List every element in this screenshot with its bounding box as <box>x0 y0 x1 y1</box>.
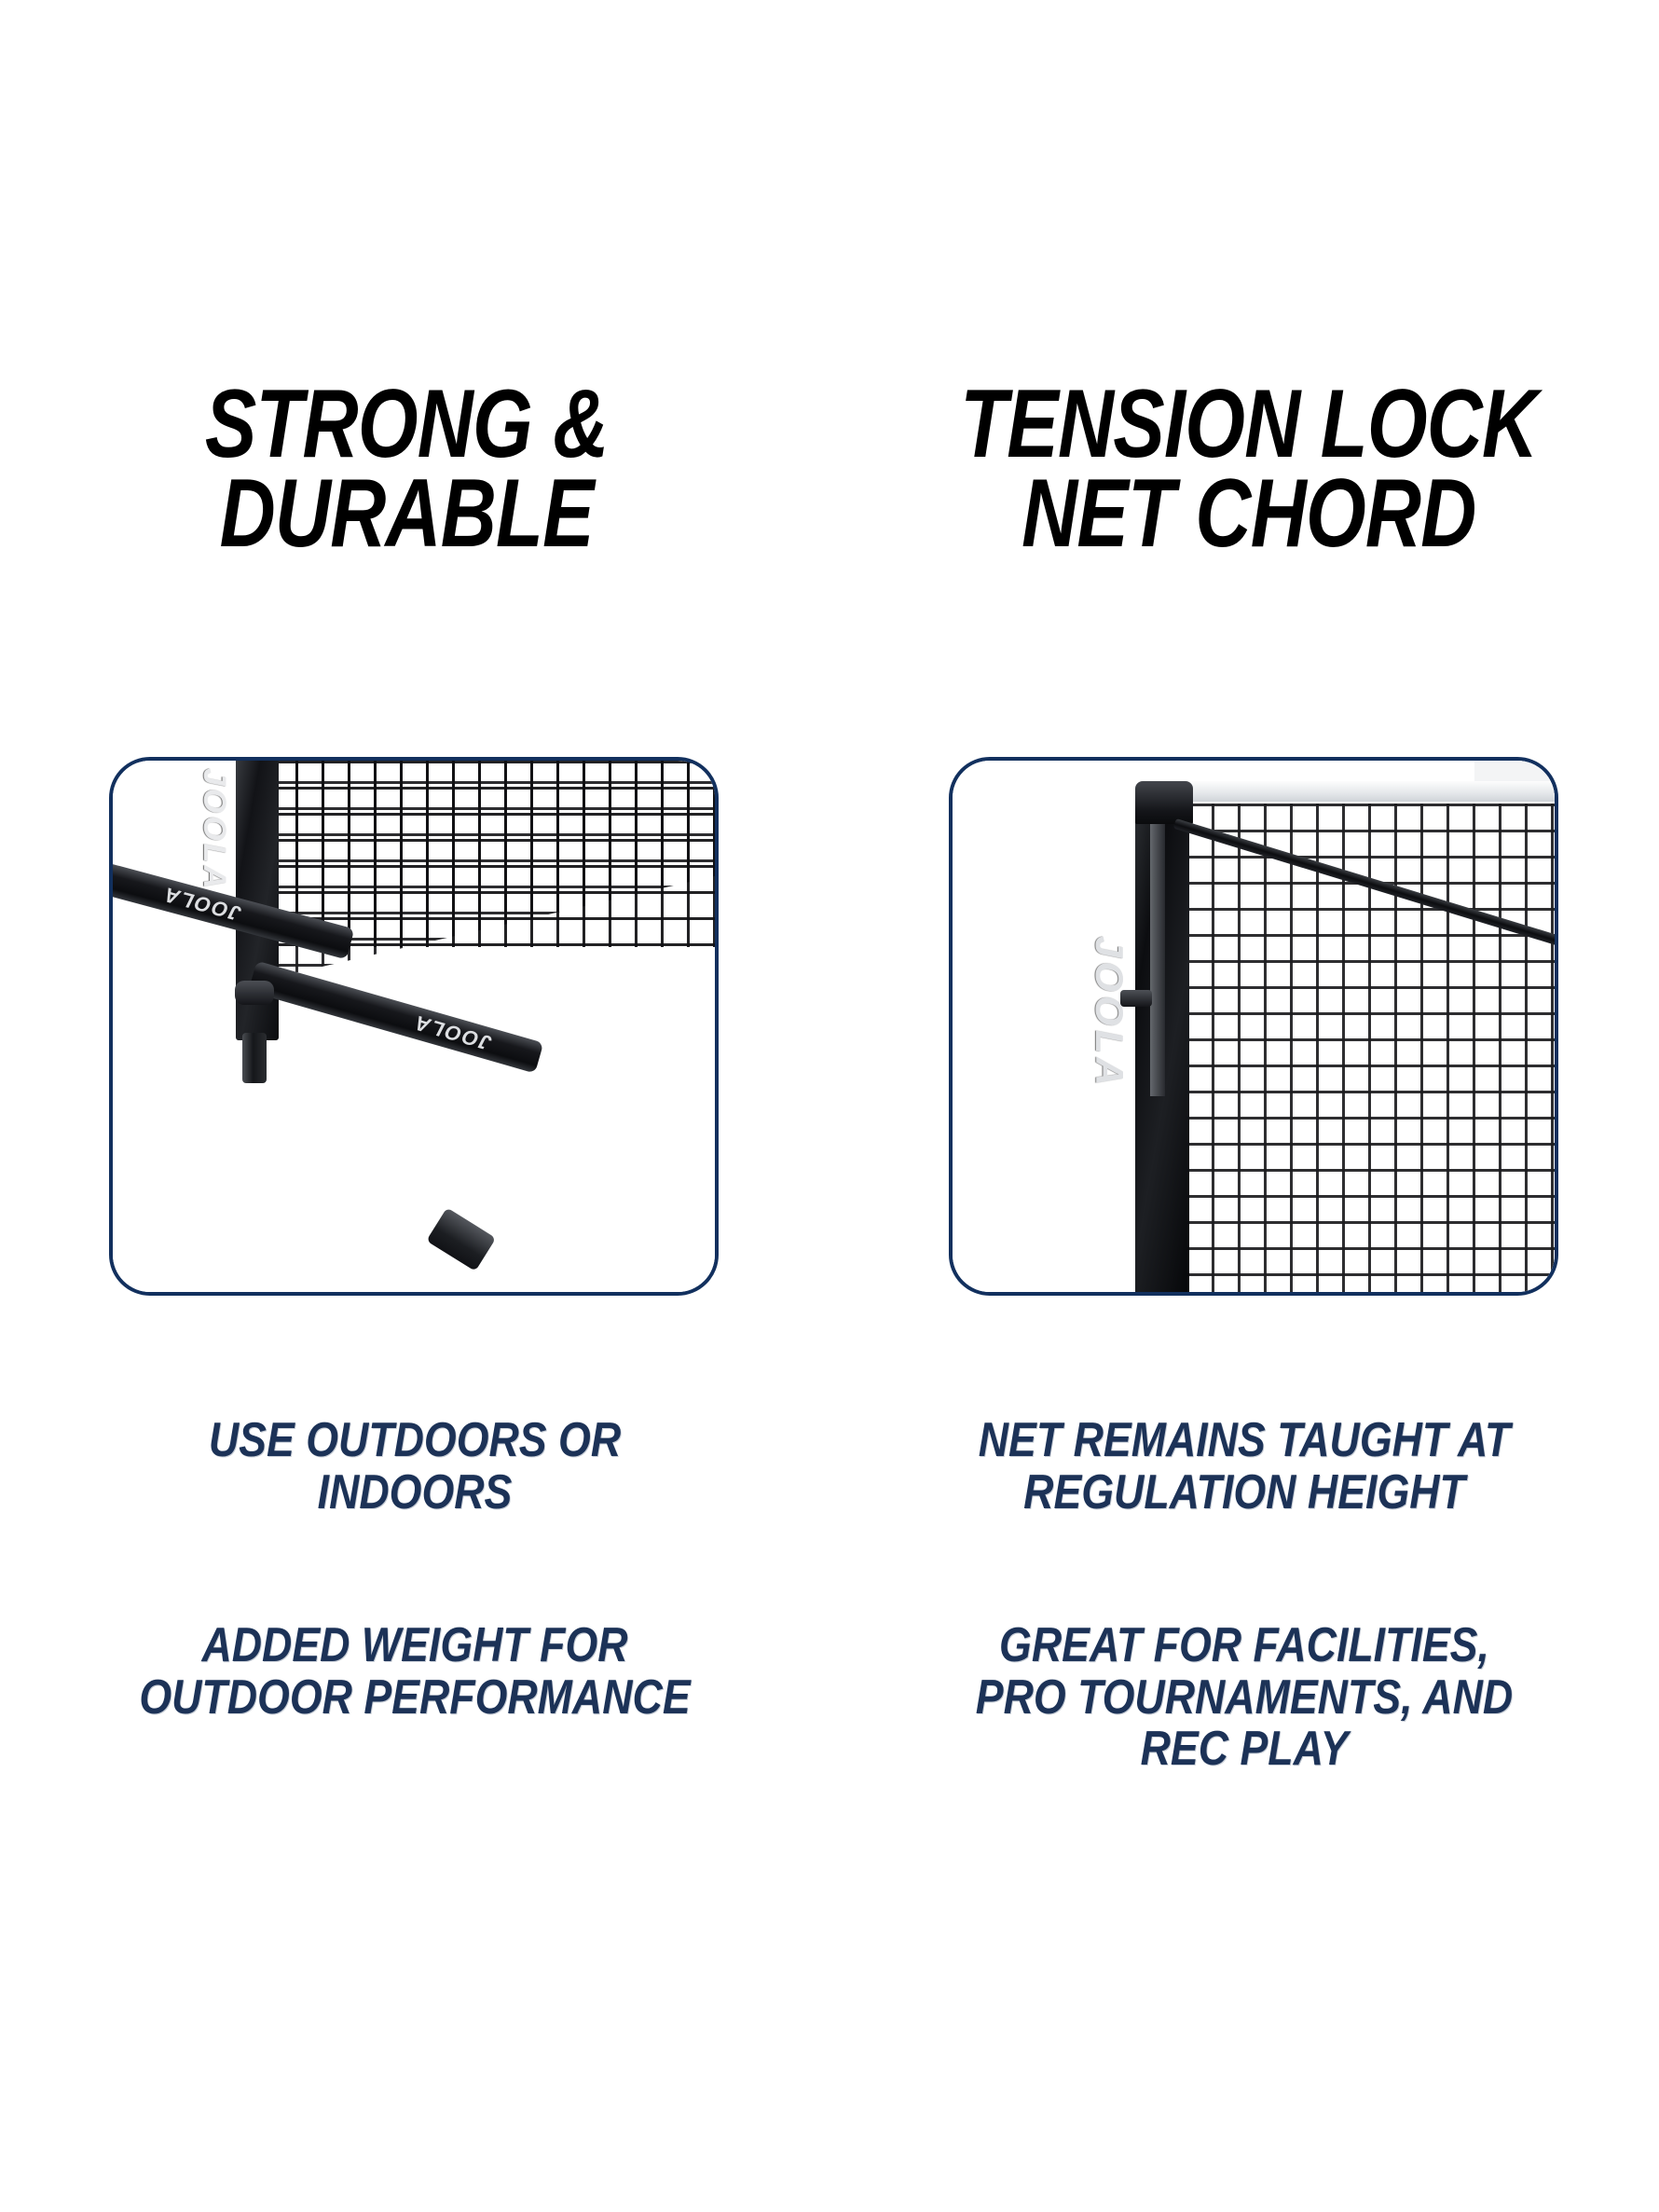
post-top-cap <box>1135 781 1193 824</box>
base-foot-right-brand-label: JOOLA <box>410 1010 495 1055</box>
net-headband <box>1169 781 1555 802</box>
column-heading-strong-durable: STRONG & DURABLE <box>204 370 610 568</box>
post-brand-label: JOOLA <box>1088 936 1131 1090</box>
tension-lock-photo: JOOLA <box>953 761 1555 1292</box>
feature-column-tension-lock: TENSION LOCK NET CHORD JOOLA NET REMAINS… <box>830 0 1659 2212</box>
caption-net-remains-taught: NET REMAINS TAUGHT AT REGULATION HEIGHT <box>978 1413 1511 1519</box>
post-edge-highlight <box>1150 817 1165 1096</box>
tension-adjust-knob <box>1120 990 1152 1007</box>
column-heading-tension-lock-net-chord: TENSION LOCK NET CHORD <box>960 370 1538 568</box>
base-center-hub <box>235 981 274 1005</box>
photo-card-strong-durable: JOOLA JOOLA JOOLA <box>109 757 719 1296</box>
net-mesh <box>1186 804 1555 1292</box>
photo-card-tension-lock: JOOLA <box>949 757 1558 1296</box>
base-foot-right: JOOLA <box>248 960 544 1271</box>
caption-added-weight: ADDED WEIGHT FOR OUTDOOR PERFORMANCE <box>139 1618 691 1724</box>
caption-use-outdoors-or-indoors: USE OUTDOORS OR INDOORS <box>208 1413 622 1519</box>
post-brand-label: JOOLA <box>197 768 232 892</box>
caption-great-for-facilities: GREAT FOR FACILITIES, PRO TOURNAMENTS, A… <box>975 1618 1514 1777</box>
post-shaft <box>242 1033 267 1083</box>
feature-column-strong-durable: STRONG & DURABLE JOOLA JOOLA JOOLA <box>109 370 719 1724</box>
base-foot-end-cap <box>426 1207 497 1271</box>
net-mesh-top <box>269 761 715 947</box>
net-post-base-photo: JOOLA JOOLA JOOLA <box>113 761 715 1292</box>
